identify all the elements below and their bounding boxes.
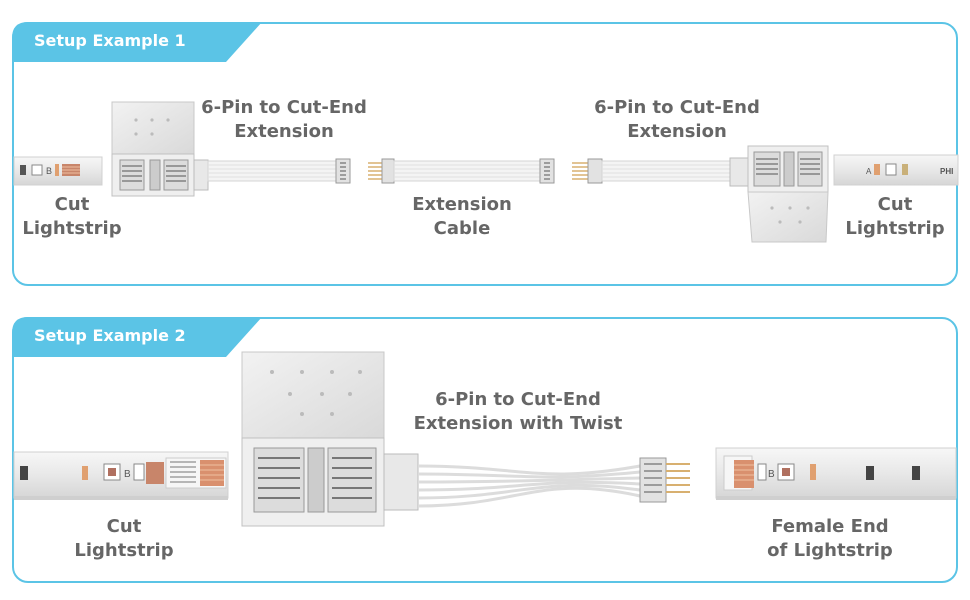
left-ribbon-cable [207, 158, 351, 184]
label-line-2: Extension with Twist [413, 413, 623, 434]
label-line-1: Cut [54, 194, 90, 215]
label-right-strip: Cut Lightstrip [845, 193, 944, 241]
tab-shape [12, 22, 262, 62]
female-end-lightstrip: B [715, 447, 957, 500]
setup-example-2-tab: Setup Example 2 [12, 317, 262, 357]
label-line-1: 6-Pin to Cut-End [594, 97, 760, 118]
label-line-2: Cable [433, 218, 491, 239]
left-6pin-connector [111, 101, 209, 197]
label-line-1: 6-Pin to Cut-End [435, 389, 601, 410]
left-cut-lightstrip: B [13, 156, 103, 186]
cable-end-plug [639, 457, 690, 503]
label-line-1: Cut [877, 194, 913, 215]
label-line-1: Female End [771, 516, 889, 537]
tab-shape [12, 317, 262, 357]
label-left-strip: Cut Lightstrip [22, 193, 121, 241]
connector-with-twist [241, 351, 419, 527]
setup-example-1-tab: Setup Example 1 [12, 22, 262, 62]
strip-brand-marking: PHI [940, 167, 953, 176]
label-line-2: Lightstrip [74, 540, 174, 561]
label-left-strip: Cut Lightstrip [74, 515, 173, 563]
setup-example-1-title: Setup Example 1 [34, 31, 186, 50]
right-cut-lightstrip: A PHI [833, 154, 959, 186]
label-line-1: Extension [412, 194, 512, 215]
left-cut-lightstrip: B [13, 451, 229, 500]
right-ribbon-cable [572, 158, 731, 184]
strip-marking-letter: A [866, 167, 872, 176]
label-line-2: Extension [627, 121, 727, 142]
right-6pin-connector [729, 145, 829, 243]
twisted-ribbon-cable [417, 464, 641, 508]
label-line-2: Extension [234, 121, 334, 142]
label-female-end: Female End of Lightstrip [767, 515, 893, 563]
label-right-connector: 6-Pin to Cut-End Extension [594, 96, 760, 144]
label-twist-connector: 6-Pin to Cut-End Extension with Twist [414, 388, 623, 436]
label-line-1: 6-Pin to Cut-End [201, 97, 367, 118]
label-line-2: Lightstrip [22, 218, 122, 239]
strip-marking: B [46, 166, 52, 176]
extension-cable [368, 158, 555, 184]
label-line-2: Lightstrip [845, 218, 945, 239]
strip-marking: B [124, 469, 131, 480]
label-line-2: of Lightstrip [767, 540, 893, 561]
label-line-1: Cut [106, 516, 142, 537]
label-left-connector: 6-Pin to Cut-End Extension [201, 96, 367, 144]
setup-example-2-title: Setup Example 2 [34, 326, 186, 345]
label-extension-cable: Extension Cable [412, 193, 512, 241]
strip-marking: B [768, 469, 775, 480]
